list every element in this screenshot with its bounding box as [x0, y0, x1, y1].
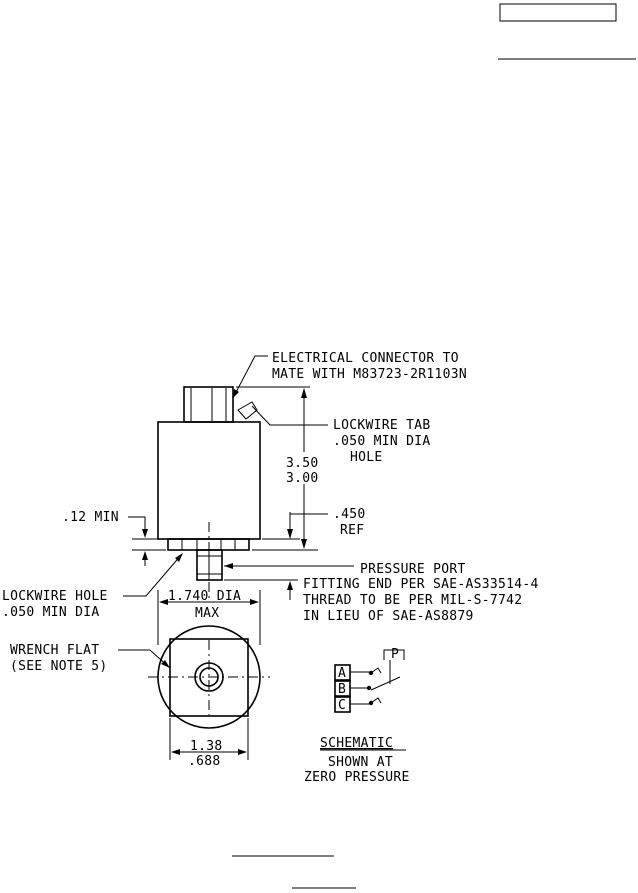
fitting-label-1: FITTING END PER SAE-AS33514-4	[303, 577, 539, 592]
ref-450-value: .450	[333, 507, 366, 522]
flat-138-value: 1.38	[190, 739, 223, 754]
pin-a-label: A	[338, 666, 346, 681]
pin-c-label: C	[338, 698, 346, 713]
flat-688-value: .688	[188, 754, 221, 769]
electrical-connector-label-2: MATE WITH M83723-2R1103N	[272, 367, 467, 382]
height-min-value: 3.00	[286, 471, 319, 486]
schematic: A B C	[334, 649, 405, 713]
fitting-label-3: IN LIEU OF SAE-AS8879	[303, 609, 474, 624]
height-max-value: 3.50	[286, 456, 319, 471]
electrical-connector	[183, 386, 234, 423]
pressure-port-label: PRESSURE PORT	[360, 562, 466, 577]
schematic-caption-2: ZERO PRESSURE	[304, 770, 410, 785]
wrench-flat-label-1: WRENCH FLAT	[10, 643, 99, 658]
lockwire-hole-label-1: LOCKWIRE HOLE	[2, 589, 108, 604]
ref-450-label: REF	[340, 523, 364, 538]
lockwire-hole-label-2: .050 MIN DIA	[2, 605, 100, 620]
lockwire-tab-label-3: HOLE	[350, 450, 383, 465]
fitting-label-2: THREAD TO BE PER MIL-S-7742	[303, 593, 522, 608]
header-box	[499, 3, 617, 22]
min-12-value: .12 MIN	[62, 510, 119, 525]
leader-lockwire-tab	[251, 405, 328, 426]
pressure-actuator-box	[383, 649, 405, 660]
leader-lockwire-hole	[123, 553, 183, 597]
lockwire-tab-label-2: .050 MIN DIA	[333, 434, 431, 449]
dia-1740-value: 1.740 DIA	[168, 589, 241, 604]
side-view	[157, 386, 261, 598]
dia-max-label: MAX	[195, 606, 219, 621]
leader-electrical-connector	[232, 355, 268, 399]
switch-blade	[370, 676, 401, 691]
schematic-p-label: P	[391, 647, 399, 662]
electrical-connector-label-1: ELECTRICAL CONNECTOR TO	[272, 351, 459, 366]
schematic-title: SCHEMATIC	[320, 736, 393, 751]
min-12-dimension	[128, 516, 166, 566]
ref-450-dimension	[262, 512, 328, 540]
wrench-flat-label-2: (SEE NOTE 5)	[10, 659, 108, 674]
lockwire-tab	[237, 401, 258, 420]
height-dimension	[236, 386, 318, 551]
switch-body	[157, 421, 261, 540]
lockwire-tab-label-1: LOCKWIRE TAB	[333, 418, 431, 433]
leader-wrench-flat	[118, 649, 171, 669]
pin-b-label: B	[338, 682, 346, 697]
schematic-caption-1: SHOWN AT	[328, 755, 393, 770]
fitting-dimension	[224, 579, 298, 600]
end-view	[148, 590, 270, 760]
